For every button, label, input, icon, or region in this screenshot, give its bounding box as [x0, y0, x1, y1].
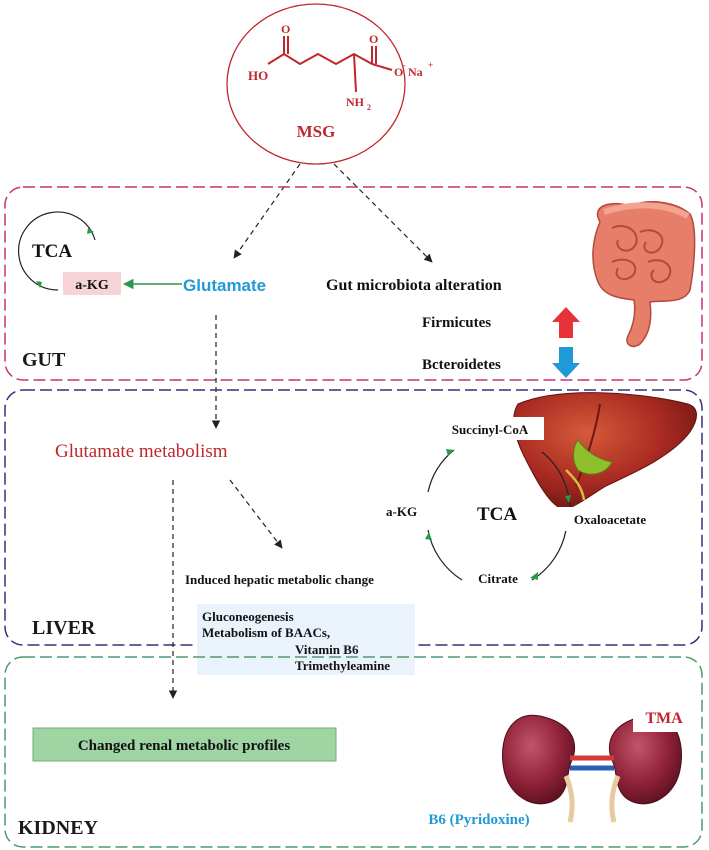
- msg-na-label: Na: [408, 65, 423, 79]
- oxaloacetate-box: [555, 507, 665, 531]
- gut-tca-cycle: TCA: [17, 211, 96, 291]
- kidneys-icon: [502, 714, 682, 823]
- hepatic-effects-box: [197, 604, 415, 675]
- gut-akg-label: a-KG: [75, 278, 109, 293]
- msg-minus-sign: -: [403, 61, 406, 70]
- gut-bacteroidetes-label: Bcteroidetes: [422, 357, 501, 373]
- msg-o-right-label: O: [369, 32, 378, 46]
- decrease-arrow-icon: [552, 347, 580, 378]
- gut-glutamate-label: Glutamate: [183, 276, 266, 295]
- msg-plus-sign: +: [428, 60, 433, 70]
- gut-firmicutes-label: Firmicutes: [422, 315, 491, 331]
- msg-structure: [267, 36, 393, 93]
- msg-nh2-label: NH: [346, 95, 365, 109]
- msg-o-left-label: O: [281, 22, 290, 36]
- effect-vitamin-b6: Vitamin B6: [295, 642, 359, 657]
- b6-box: [416, 806, 542, 830]
- msg-label: MSG: [297, 122, 336, 141]
- msg-node: HO O O O - Na + NH 2 MSG: [226, 3, 433, 165]
- msg-nh2-sub: 2: [367, 103, 371, 112]
- intestine-icon: [592, 201, 696, 348]
- glutamate-metabolism-label: Glutamate metabolism: [55, 441, 228, 462]
- effect-gluconeogenesis: Gluconeogenesis: [202, 609, 294, 624]
- arrow-msg-to-glutamate: [233, 163, 301, 259]
- gut-label: GUT: [22, 349, 66, 371]
- kidney-section-border: [4, 656, 703, 848]
- arrow-to-hepatic-change: [229, 479, 283, 549]
- tma-box: [633, 703, 695, 732]
- citrate-label: Citrate: [478, 571, 518, 586]
- gut-akg-box: [63, 272, 121, 295]
- effect-baacs: Metabolism of BAACs,: [202, 625, 330, 640]
- gut-tca-label: TCA: [32, 241, 72, 262]
- oxaloacetate-label: Oxaloacetate: [574, 512, 646, 527]
- succinyl-label: Succinyl-CoA: [452, 422, 529, 437]
- effect-trimethyleamine: Trimethyleamine: [295, 658, 390, 673]
- gut-section-border: [4, 186, 703, 381]
- b6-label: B6 (Pyridoxine): [428, 812, 529, 828]
- renal-profiles-label: Changed renal metabolic profiles: [78, 738, 291, 754]
- succinyl-box: [436, 417, 544, 440]
- msg-o-minus-label: O: [394, 65, 403, 79]
- liver-akg-label: a-KG: [386, 504, 417, 519]
- liver-tca-cycle: TCA: [425, 449, 571, 581]
- msg-ho-label: HO: [248, 68, 268, 83]
- liver-label: LIVER: [32, 617, 96, 639]
- increase-arrow-icon: [552, 307, 580, 338]
- kidney-label: KIDNEY: [18, 817, 99, 839]
- renal-profiles-box: [32, 727, 337, 762]
- tma-label: TMA: [645, 710, 683, 727]
- hepatic-change-label: Induced hepatic metabolic change: [185, 572, 374, 587]
- liver-icon: [513, 392, 697, 510]
- arrow-msg-to-microbiota: [333, 163, 433, 263]
- liver-tca-label: TCA: [477, 504, 517, 525]
- gut-microbiota-label: Gut microbiota alteration: [326, 277, 502, 294]
